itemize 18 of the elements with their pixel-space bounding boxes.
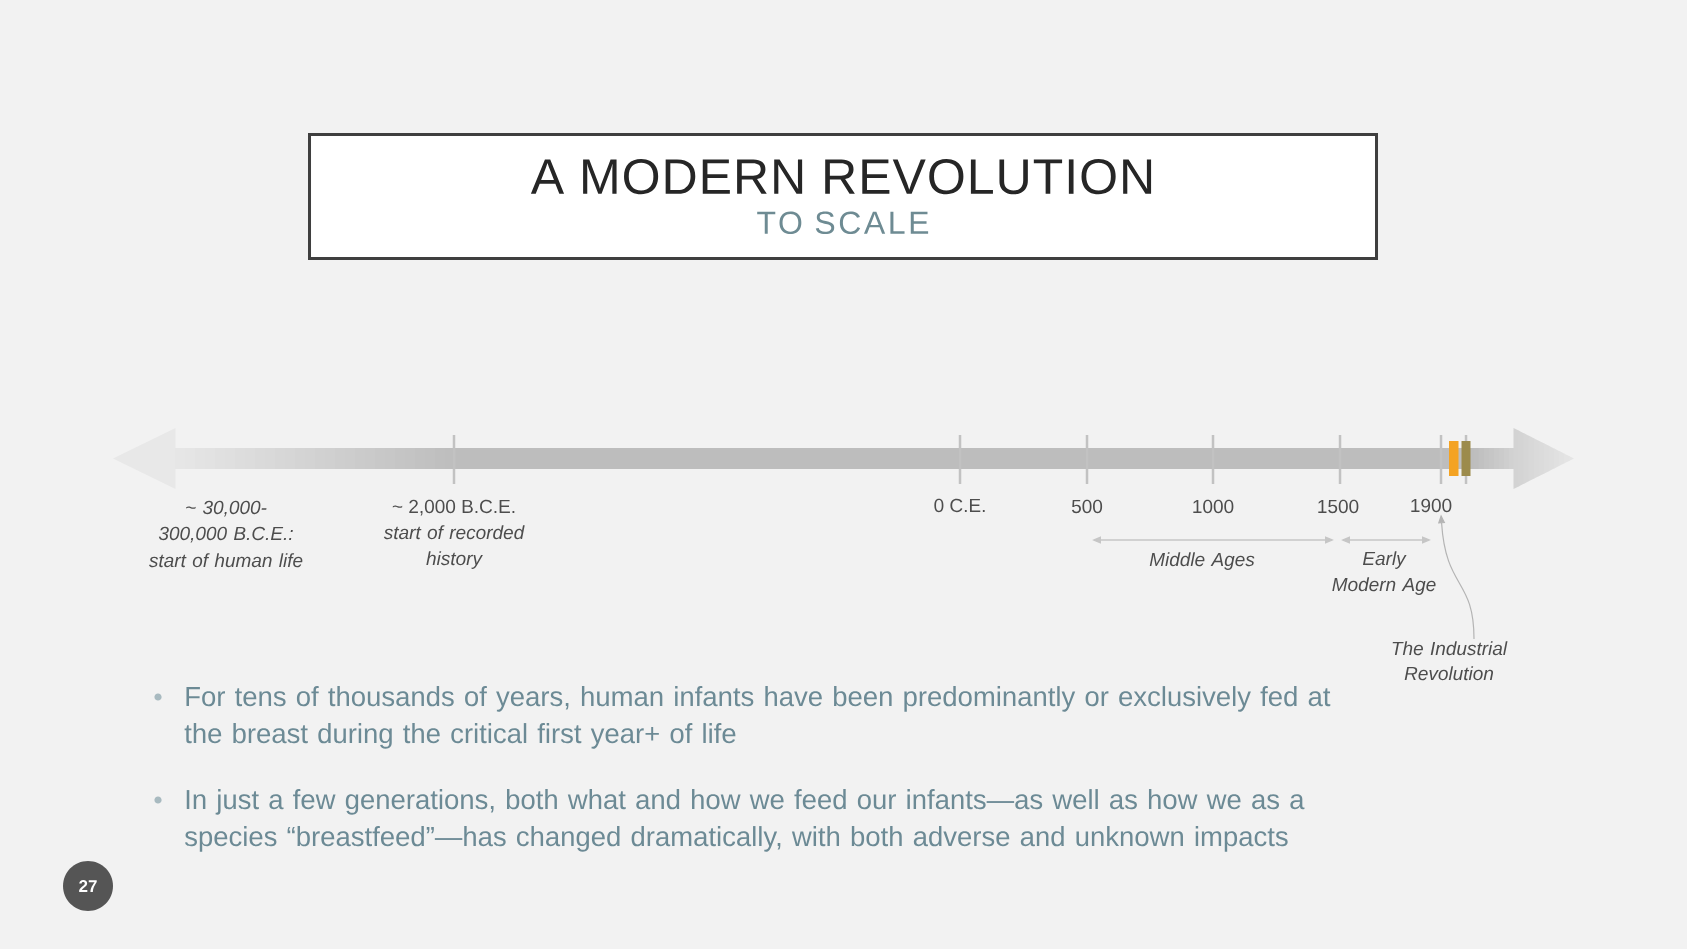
- date-label: ~ 30,000-300,000 B.C.E.:: [158, 500, 293, 543]
- era-label: Early Modern Age: [1332, 551, 1436, 595]
- date-label: ~ 2,000 B.C.E.: [392, 499, 515, 516]
- tick-label: 1000: [1193, 499, 1234, 514]
- tick-label: 1900: [1411, 498, 1452, 513]
- bullet-text: In just a few generations, both what and how we feed our infants—as well as how we as a species “breastfeed”—has changed dramatically, with both adverse and unknown impacts: [185, 789, 1305, 852]
- annotation-text: The Industrial Revolution: [1392, 641, 1508, 681]
- era-label: Middle Ages: [1149, 552, 1255, 570]
- title-text: A MODERN REVOLUTION: [530, 158, 1152, 195]
- note-text: start of recorded history: [383, 525, 525, 569]
- tick-label: 500: [1071, 499, 1103, 514]
- title-box: [308, 133, 1378, 260]
- subtitle-text: TO SCALE: [757, 211, 929, 235]
- tick-label: 1500: [1318, 499, 1359, 514]
- bullet-text: For tens of thousands of years, human infants have been predominantly or exclusively fed at the breast during the critical first year+ of life: [184, 686, 1331, 749]
- tick-label: 0 C.E.: [934, 498, 985, 513]
- page-number-badge: 27: [63, 861, 113, 911]
- note-text: start of human life: [148, 553, 303, 568]
